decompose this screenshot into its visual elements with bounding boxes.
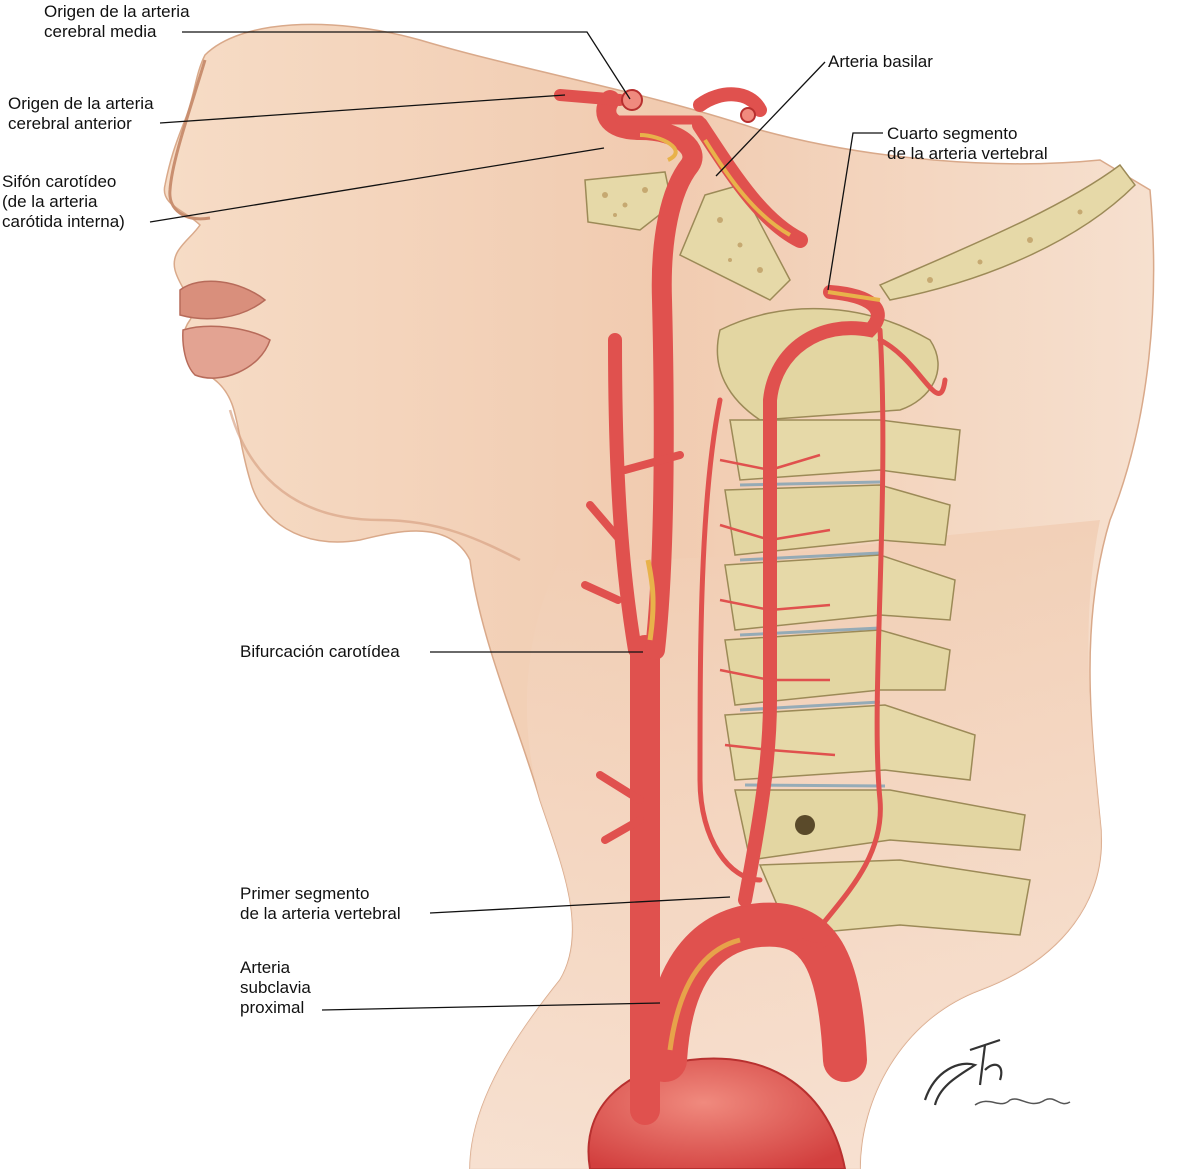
leader-fourth-segment (827, 132, 883, 291)
leader-first-segment (429, 896, 731, 914)
label-aca: Origen de la arteria cerebral anterior (8, 94, 154, 134)
external-carotid-artery (608, 333, 642, 657)
external-carotid-branches (581, 451, 684, 844)
label-first-segment-line1: Primer segmento (240, 884, 370, 903)
cerebral-arteries (554, 87, 767, 125)
leader-lines (149, 31, 883, 1011)
label-subclavian-line1: Arteria (240, 958, 291, 977)
occipital-bone (878, 163, 1136, 301)
vertebral-artery (738, 285, 885, 907)
label-mca-line1: Origen de la arteria (44, 2, 190, 21)
label-subclavian-line2: subclavia (240, 978, 311, 997)
upper-lip (179, 280, 267, 320)
label-fourth-segment-line2: de la arteria vertebral (887, 144, 1048, 163)
label-bifurcation: Bifurcación carotídea (240, 642, 400, 662)
jaw-line (228, 409, 521, 562)
label-subclavian-line3: proximal (240, 998, 305, 1017)
leader-siphon (149, 147, 605, 223)
label-first-segment-line2: de la arteria vertebral (240, 904, 401, 923)
label-aca-line2: cerebral anterior (8, 114, 132, 133)
label-fourth-segment-line1: Cuarto segmento (887, 124, 1018, 143)
label-mca-line2: cerebral media (44, 22, 157, 41)
subclavian-artery (643, 902, 867, 1082)
label-aca-line1: Origen de la arteria (8, 94, 154, 113)
label-siphon-line2: (de la arteria (2, 192, 98, 211)
label-subclavian: Arteria subclavia proximal (240, 958, 311, 1018)
small-branches (719, 453, 836, 757)
label-siphon-line3: carótida interna) (2, 212, 125, 231)
lower-lip (182, 325, 271, 379)
label-basilar-line1: Arteria basilar (828, 52, 933, 71)
leader-mca (182, 31, 631, 100)
cervical-branches (697, 327, 948, 948)
leader-subclavian (321, 1002, 661, 1011)
label-basilar: Arteria basilar (828, 52, 933, 72)
label-fourth-segment: Cuarto segmento de la arteria vertebral (887, 124, 1048, 164)
label-siphon: Sifón carotídeo (de la arteria carótida … (2, 172, 125, 232)
label-siphon-line1: Sifón carotídeo (2, 172, 117, 191)
label-bifurcation-line1: Bifurcación carotídea (240, 642, 400, 661)
leader-basilar (715, 61, 826, 177)
label-mca: Origen de la arteria cerebral media (44, 2, 190, 42)
internal-carotid-artery (596, 90, 703, 660)
artist-signature (923, 1038, 1071, 1106)
skull-bone-left (584, 171, 673, 231)
leader-aca (159, 94, 566, 124)
label-first-segment: Primer segmento de la arteria vertebral (240, 884, 401, 924)
bone-texture (602, 187, 1083, 283)
